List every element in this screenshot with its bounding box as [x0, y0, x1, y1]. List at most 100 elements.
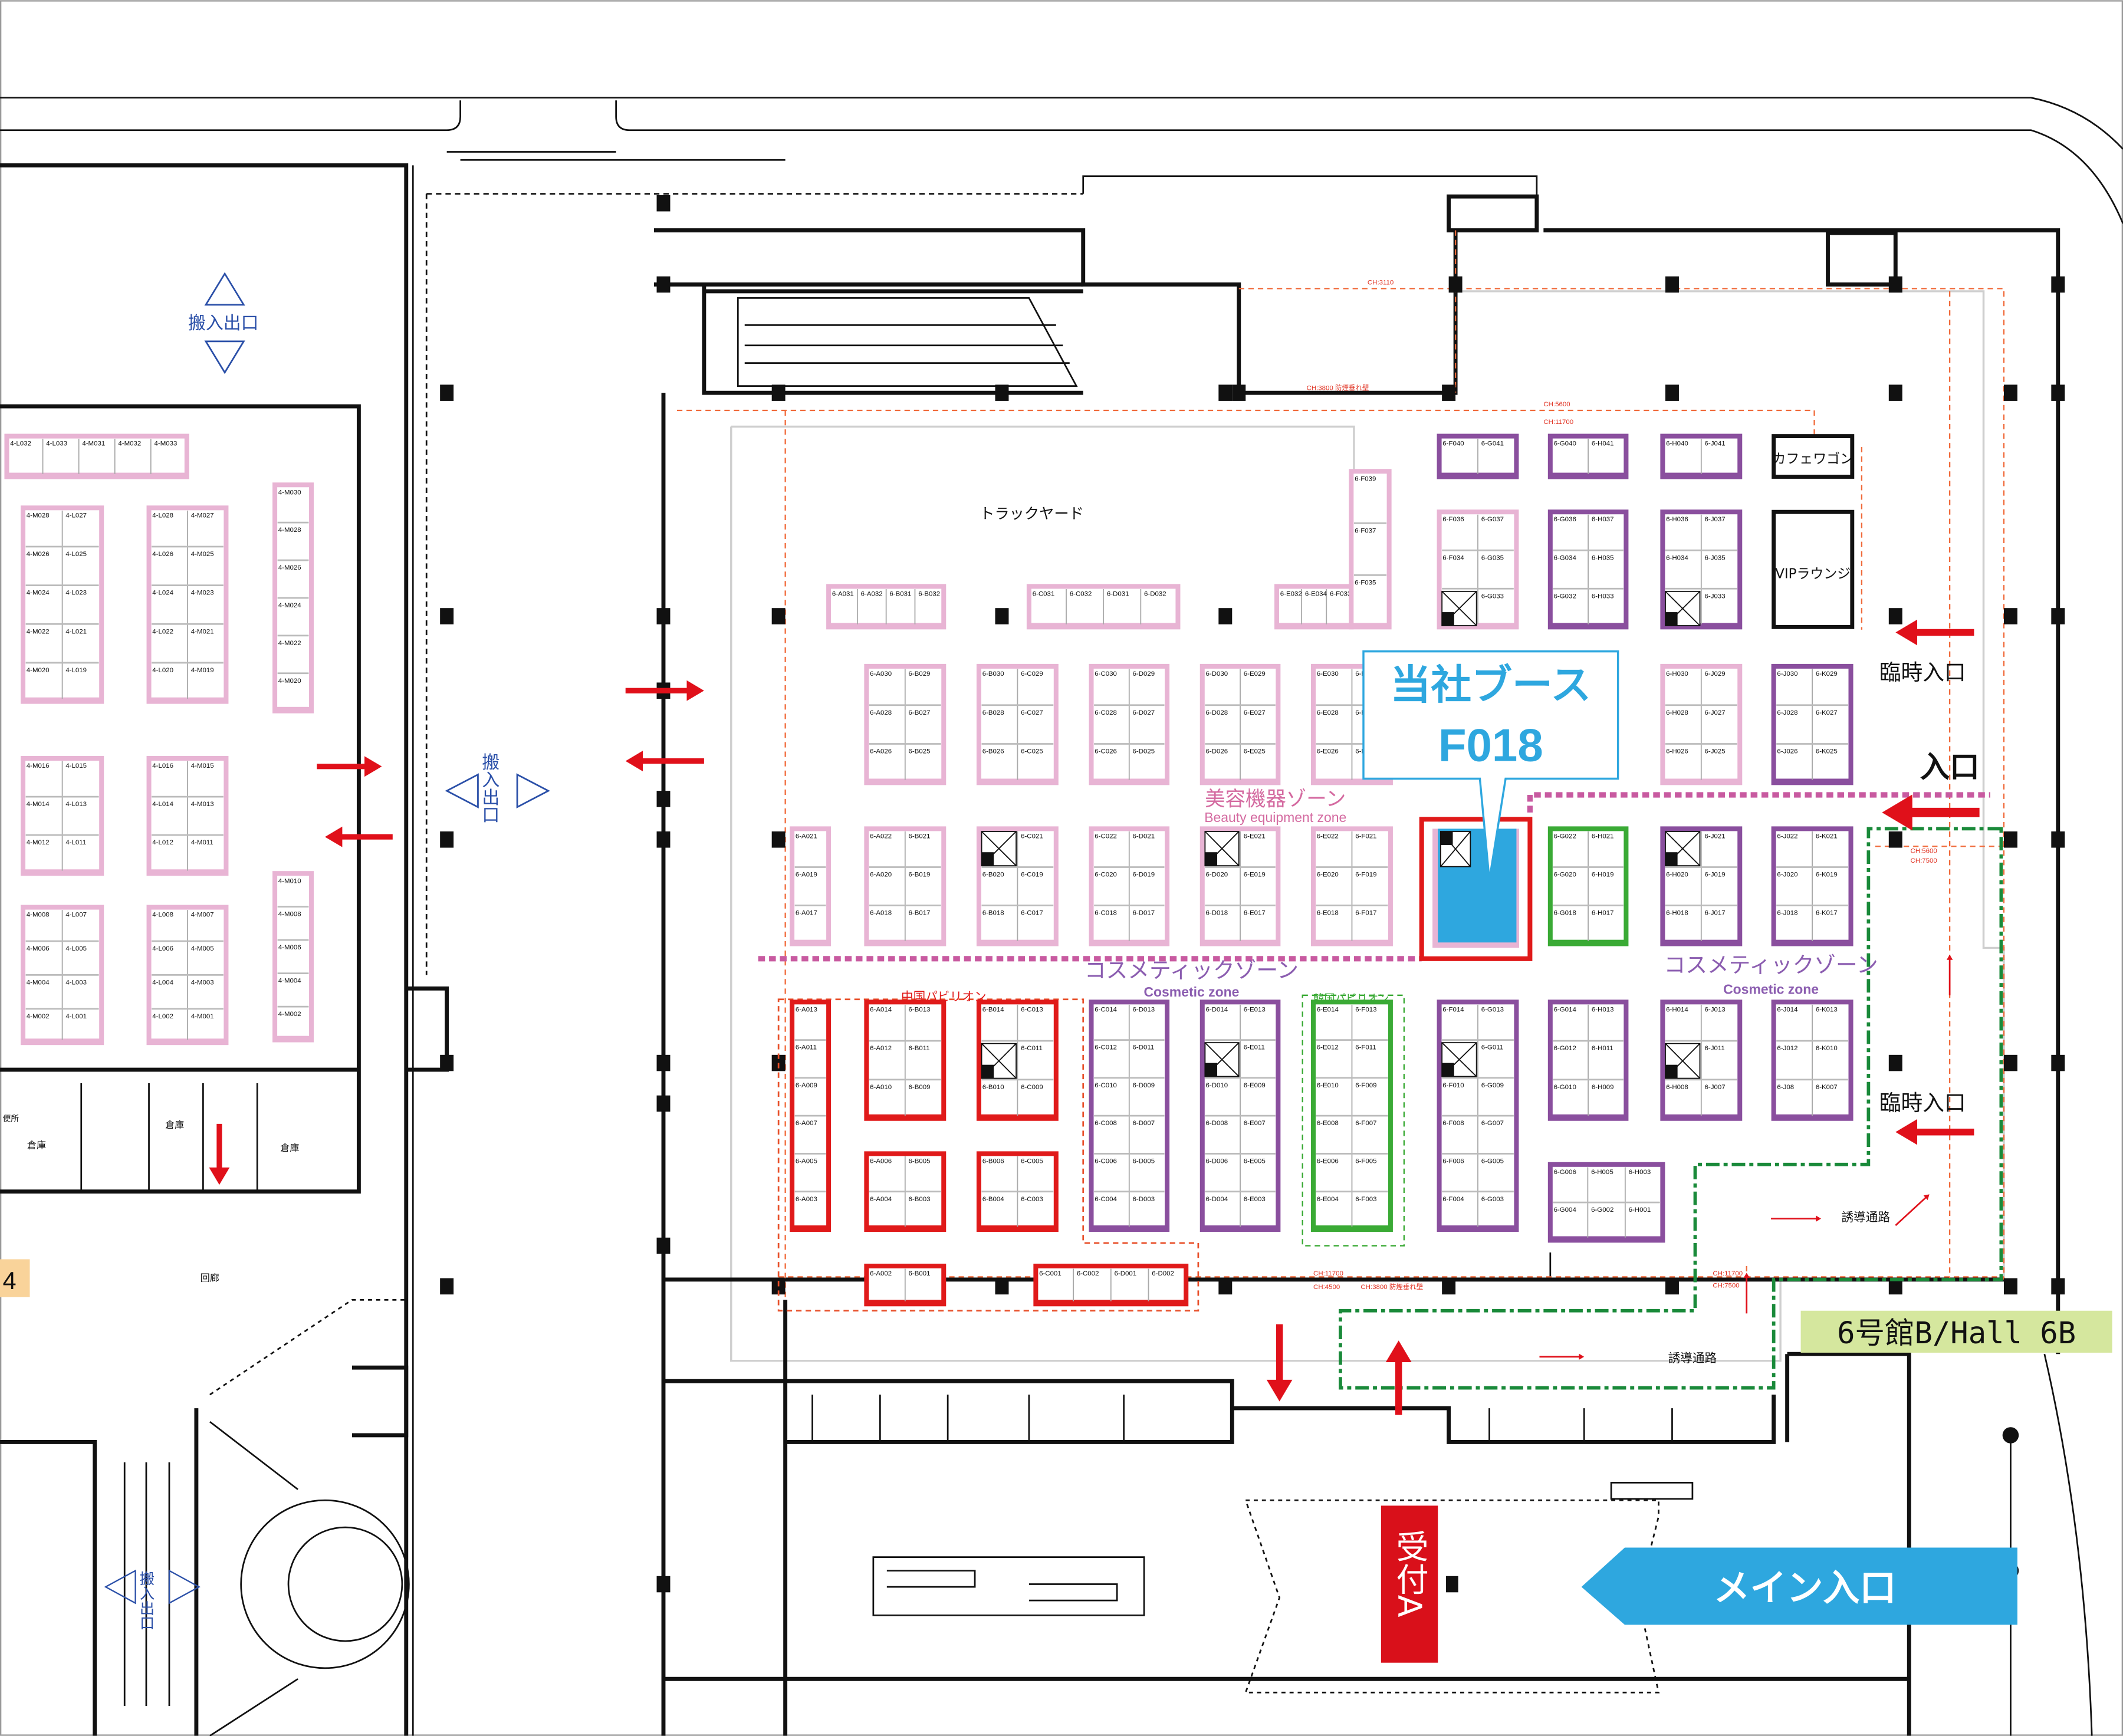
- booth-number[interactable]: 4-M008: [278, 911, 301, 918]
- booth-number[interactable]: 6-F033: [1330, 591, 1351, 598]
- booth-number[interactable]: 6-B018: [982, 910, 1004, 917]
- booth-number[interactable]: 6-B030: [982, 670, 1004, 678]
- booth-number[interactable]: 4-M025: [191, 551, 214, 558]
- booth-number[interactable]: 6-C025: [1021, 748, 1043, 755]
- booth-number[interactable]: 6-G003: [1481, 1196, 1504, 1203]
- booth-number[interactable]: 6-G037: [1481, 516, 1504, 523]
- booth-number[interactable]: 6-F004: [1442, 1196, 1464, 1203]
- booth-number[interactable]: 6-G004: [1554, 1206, 1577, 1214]
- booth-number[interactable]: 4-M005: [191, 945, 214, 952]
- booth-number[interactable]: 6-G006: [1554, 1169, 1576, 1176]
- booth-number[interactable]: 6-D014: [1206, 1006, 1228, 1013]
- booth-number[interactable]: 4-L002: [152, 1013, 173, 1020]
- booth-number[interactable]: 6-J026: [1777, 748, 1797, 755]
- booth-number[interactable]: 4-M013: [191, 801, 214, 808]
- booth-number[interactable]: 6-H030: [1666, 670, 1688, 678]
- booth-number[interactable]: 6-D032: [1144, 591, 1166, 598]
- booth-number[interactable]: 4-M012: [27, 839, 50, 846]
- booth-number[interactable]: 4-L015: [65, 762, 87, 770]
- booth-number[interactable]: 4-L014: [152, 801, 173, 808]
- booth-number[interactable]: 6-J022: [1777, 833, 1797, 840]
- booth-number[interactable]: 6-F008: [1442, 1120, 1464, 1127]
- booth-number[interactable]: 6-G010: [1554, 1084, 1576, 1091]
- booth-number[interactable]: 6-H011: [1592, 1045, 1613, 1052]
- booth-number[interactable]: 6-E025: [1244, 748, 1266, 755]
- booth-number[interactable]: 6-D003: [1133, 1196, 1155, 1203]
- booth-number[interactable]: 4-M024: [278, 602, 302, 609]
- booth-number[interactable]: 6-D013: [1133, 1006, 1155, 1013]
- booth-number[interactable]: 6-C002: [1077, 1270, 1099, 1277]
- booth-number[interactable]: 6-B021: [909, 833, 931, 840]
- booth-number[interactable]: 6-E011: [1244, 1044, 1265, 1051]
- booth-number[interactable]: 6-J08: [1777, 1084, 1794, 1091]
- booth-number[interactable]: 6-J011: [1705, 1045, 1725, 1052]
- booth-number[interactable]: 6-C032: [1070, 591, 1092, 598]
- booth-number[interactable]: 4-M022: [27, 628, 50, 635]
- booth-number[interactable]: 6-G009: [1481, 1082, 1504, 1089]
- booth-number[interactable]: 6-F003: [1355, 1196, 1376, 1203]
- booth-number[interactable]: 4-M023: [191, 590, 214, 597]
- booth-number[interactable]: 6-J007: [1705, 1084, 1726, 1091]
- booth-number[interactable]: 6-G005: [1481, 1158, 1504, 1165]
- booth-number[interactable]: 6-B006: [982, 1158, 1004, 1165]
- booth-number[interactable]: 4-M028: [27, 512, 50, 519]
- booth-number[interactable]: 6-H040: [1666, 440, 1688, 448]
- booth-number[interactable]: 6-G013: [1481, 1006, 1504, 1013]
- booth-number[interactable]: 4-M015: [191, 762, 214, 770]
- booth-number[interactable]: 6-E008: [1317, 1120, 1339, 1127]
- booth-number[interactable]: 6-C029: [1021, 670, 1043, 678]
- booth-number[interactable]: 6-A031: [832, 591, 854, 598]
- booth-number[interactable]: 6-E006: [1317, 1158, 1339, 1165]
- booth-number[interactable]: 6-E003: [1244, 1196, 1266, 1203]
- booth-number[interactable]: 4-M020: [27, 667, 50, 674]
- booth-number[interactable]: 6-D007: [1133, 1120, 1155, 1127]
- booth-number[interactable]: 6-J030: [1777, 670, 1797, 678]
- booth-number[interactable]: 6-E009: [1244, 1082, 1266, 1089]
- booth-number[interactable]: 6-C017: [1021, 910, 1043, 917]
- booth-number[interactable]: 6-D011: [1133, 1044, 1155, 1051]
- booth-number[interactable]: 6-C006: [1095, 1158, 1117, 1165]
- booth-number[interactable]: 4-M027: [191, 512, 214, 519]
- booth-number[interactable]: 6-F010: [1442, 1082, 1464, 1089]
- booth-number[interactable]: 6-D004: [1206, 1196, 1228, 1203]
- booth-number[interactable]: 6-E007: [1244, 1120, 1266, 1127]
- booth-number[interactable]: 6-C022: [1095, 833, 1117, 840]
- booth-number[interactable]: 6-E005: [1244, 1158, 1266, 1165]
- booth-number[interactable]: 4-L016: [152, 762, 173, 770]
- booth-number[interactable]: 6-G018: [1554, 910, 1576, 917]
- booth-number[interactable]: 6-C005: [1021, 1158, 1043, 1165]
- booth-number[interactable]: 6-B025: [909, 748, 931, 755]
- booth-number[interactable]: 6-A021: [796, 833, 817, 840]
- booth-number[interactable]: 6-G036: [1554, 516, 1576, 523]
- booth-number[interactable]: 6-F040: [1442, 440, 1464, 448]
- booth-number[interactable]: 6-H018: [1666, 910, 1688, 917]
- booth-number[interactable]: 6-H035: [1592, 554, 1614, 561]
- booth-number[interactable]: 6-H017: [1592, 910, 1614, 917]
- booth-number[interactable]: 6-C030: [1095, 670, 1117, 678]
- booth-number[interactable]: 6-B003: [909, 1196, 931, 1203]
- booth-number[interactable]: 6-J027: [1705, 709, 1726, 716]
- booth-number[interactable]: 6-G033: [1481, 593, 1504, 600]
- booth-number[interactable]: 4-L007: [65, 912, 87, 919]
- booth-number[interactable]: 6-C028: [1095, 709, 1117, 716]
- booth-number[interactable]: 6-B031: [889, 591, 911, 598]
- booth-number[interactable]: 6-F019: [1355, 872, 1376, 879]
- booth-number[interactable]: 6-D002: [1152, 1270, 1174, 1277]
- booth-number[interactable]: 6-C003: [1021, 1196, 1043, 1203]
- booth-number[interactable]: 4-L019: [65, 667, 87, 674]
- booth-number[interactable]: 6-K021: [1816, 833, 1838, 840]
- booth-number[interactable]: 6-J013: [1705, 1006, 1726, 1013]
- booth-number[interactable]: 4-M032: [118, 440, 141, 448]
- booth-number[interactable]: 4-M030: [278, 489, 301, 496]
- booth-number[interactable]: 6-B009: [909, 1084, 931, 1091]
- booth-number[interactable]: 6-F039: [1355, 475, 1376, 482]
- booth-number[interactable]: 6-E034: [1305, 591, 1327, 598]
- booth-number[interactable]: 6-E027: [1244, 709, 1266, 716]
- booth-number[interactable]: 6-B004: [982, 1196, 1005, 1203]
- booth-number[interactable]: 6-F021: [1355, 833, 1376, 840]
- booth-number[interactable]: 6-G020: [1554, 872, 1576, 879]
- booth-number[interactable]: 6-B028: [982, 709, 1004, 716]
- booth-number[interactable]: 6-F009: [1355, 1082, 1376, 1089]
- booth-number[interactable]: 4-M002: [278, 1011, 301, 1018]
- booth-number[interactable]: 6-E032: [1280, 591, 1302, 598]
